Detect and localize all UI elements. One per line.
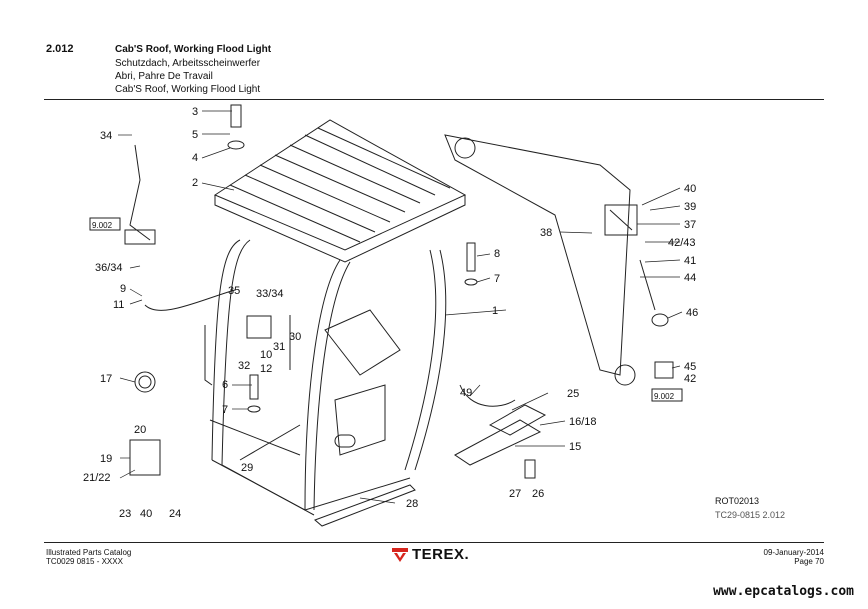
drawing-reference-code: ROT02013 — [715, 496, 760, 506]
document-reference: TC29-0815 2.012 — [715, 510, 786, 520]
callout-40a: 40 — [684, 183, 696, 195]
callout-7a: 7 — [222, 404, 228, 416]
callout-6: 6 — [222, 379, 228, 391]
ref-box-label-right: 9.002 — [654, 392, 675, 401]
header-divider — [44, 99, 824, 100]
callout-25: 25 — [567, 388, 579, 400]
title-english-repeat: Cab'S Roof, Working Flood Light — [115, 84, 261, 95]
ref-box-label-left: 9.002 — [92, 221, 113, 230]
section-number: 2.012 — [46, 43, 74, 55]
callout-34: 34 — [100, 130, 112, 142]
callout-12: 12 — [260, 363, 272, 375]
callout-49: 49 — [460, 387, 472, 399]
brand-name: TEREX. — [412, 546, 470, 563]
callout-32: 32 — [238, 360, 250, 372]
callout-44: 44 — [684, 272, 696, 284]
footer-catalog-code: TC0029 0815 - XXXX — [46, 557, 123, 566]
callout-5: 5 — [192, 129, 198, 141]
callout-leader-lines — [118, 110, 683, 504]
callout-4: 4 — [192, 152, 198, 164]
callout-23: 23 — [119, 508, 131, 520]
callout-8: 8 — [494, 248, 500, 260]
callout-42-43: 42/43 — [668, 237, 696, 249]
callout-2: 2 — [192, 177, 198, 189]
callout-10: 10 — [260, 349, 272, 361]
callout-35: 35 — [228, 285, 240, 297]
callout-40b: 40 — [140, 508, 152, 520]
footer-date: 09-January-2014 — [763, 548, 824, 557]
callout-29: 29 — [241, 462, 253, 474]
callout-30: 30 — [289, 331, 301, 343]
terex-logo: TEREX. — [392, 546, 469, 563]
callout-16-18: 16/18 — [569, 416, 597, 428]
callout-1: 1 — [492, 305, 498, 317]
callout-15: 15 — [569, 441, 581, 453]
callout-7b: 7 — [494, 273, 500, 285]
callout-41: 41 — [684, 255, 696, 267]
callout-labels: 1 2 3 4 5 6 7 7 8 9 10 11 12 15 16/18 17… — [83, 106, 698, 520]
footer-divider — [44, 542, 824, 543]
callout-37: 37 — [684, 219, 696, 231]
callout-45: 45 — [684, 361, 696, 373]
diagram-line-art — [89, 104, 683, 527]
footer-catalog-title: Illustrated Parts Catalog — [46, 548, 132, 557]
callout-42: 42 — [684, 373, 696, 385]
callout-26: 26 — [532, 488, 544, 500]
callout-39: 39 — [684, 201, 696, 213]
callout-20: 20 — [134, 424, 146, 436]
callout-11: 11 — [113, 299, 124, 311]
callout-28: 28 — [406, 498, 418, 510]
callout-46: 46 — [686, 307, 698, 319]
callout-36-34: 36/34 — [95, 262, 123, 274]
terex-mark-icon — [392, 547, 408, 562]
title-french: Abri, Pahre De Travail — [115, 71, 213, 82]
callout-24: 24 — [169, 508, 181, 520]
callout-9: 9 — [120, 283, 126, 295]
footer-page-number: Page 70 — [794, 557, 824, 566]
title-german: Schutzdach, Arbeitsscheinwerfer — [115, 58, 261, 69]
callout-19: 19 — [100, 453, 112, 465]
watermark-url[interactable]: www.epcatalogs.com — [713, 584, 854, 599]
callout-27: 27 — [509, 488, 521, 500]
callout-21-22: 21/22 — [83, 472, 111, 484]
callout-31: 31 — [273, 341, 285, 353]
callout-3: 3 — [192, 106, 198, 118]
title-english: Cab'S Roof, Working Flood Light — [115, 44, 272, 55]
callout-33-34: 33/34 — [256, 288, 284, 300]
callout-38: 38 — [540, 227, 552, 239]
callout-17: 17 — [100, 373, 112, 385]
